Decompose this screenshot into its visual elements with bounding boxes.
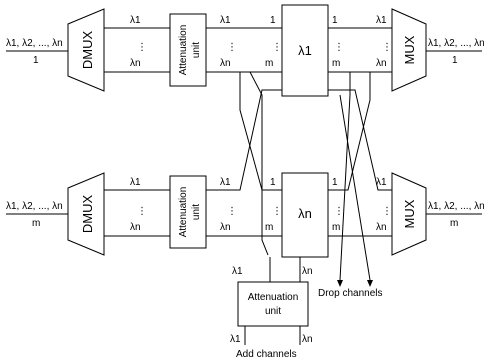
- w-top-3: λ1: [220, 15, 231, 26]
- port-bot-in-m: m: [265, 222, 273, 233]
- mux-bottom: [391, 172, 427, 256]
- dots-2: ⋮: [227, 42, 237, 53]
- input-1-index: 1: [33, 55, 39, 66]
- dmux-top-label: DMUX: [80, 31, 95, 70]
- mux-top-label: MUX: [402, 35, 417, 64]
- w-bot-4: λn: [220, 222, 231, 233]
- dots-3: ⋮: [272, 42, 282, 53]
- dots-9: ⋮: [334, 206, 344, 217]
- attenuation-add-label-1: Attenuation: [248, 292, 299, 303]
- attenuation-top-label-2: unit: [191, 42, 202, 58]
- w-bot-5: λ1: [376, 177, 387, 188]
- port-top-in-m: m: [265, 58, 273, 69]
- switch-top: [281, 4, 329, 97]
- attenuation-bottom-label-2: unit: [191, 204, 202, 220]
- dots-1: ⋮: [137, 42, 147, 53]
- input-m-label: λ1, λ2, ..., λn: [6, 201, 63, 212]
- input-1-label: λ1, λ2, ..., λn: [6, 38, 63, 49]
- output-1-index: 1: [452, 55, 458, 66]
- output-m-index: m: [450, 218, 458, 229]
- w-bot-1: λ1: [130, 177, 141, 188]
- dots-10: ⋮: [382, 206, 392, 217]
- w-bot-6: λn: [376, 222, 387, 233]
- w-add-top-n: λn: [302, 266, 313, 277]
- w-add-top-1: λ1: [232, 266, 243, 277]
- attenuation-add: [237, 281, 309, 327]
- attenuation-bottom: [169, 175, 207, 249]
- w-bot-3: λ1: [220, 177, 231, 188]
- dots-7: ⋮: [227, 206, 237, 217]
- port-top-in-1: 1: [270, 15, 276, 26]
- attenuation-bottom-label-1: Attenuation: [178, 187, 189, 238]
- top-row: λ1, λ2, ..., λn 1 DMUX λ1 λn ⋮ Attenuati…: [6, 4, 484, 97]
- port-bot-out-m: m: [332, 222, 340, 233]
- switch-top-label: λ1: [298, 43, 312, 58]
- drop-arrow-2: [367, 280, 373, 287]
- port-bot-in-1: 1: [270, 177, 276, 188]
- bottom-row: λ1, λ2, ..., λn m DMUX λ1 λn ⋮ Attenuati…: [6, 172, 484, 258]
- add-drop: λ1 λn Attenuation unit λ1 λn Add channel…: [230, 257, 382, 360]
- w-top-4: λn: [220, 58, 231, 69]
- w-add-bot-n: λn: [302, 334, 313, 345]
- dmux-bottom-label: DMUX: [80, 195, 95, 234]
- w-top-1: λ1: [130, 15, 141, 26]
- output-1-label: λ1, λ2, ..., λn: [428, 38, 484, 49]
- port-top-out-m: m: [332, 58, 340, 69]
- cross-connections: [206, 71, 392, 281]
- mux-top: [391, 8, 427, 92]
- switch-bottom-label: λn: [298, 206, 312, 221]
- attenuation-add-label-2: unit: [265, 306, 281, 317]
- dots-5: ⋮: [382, 42, 392, 53]
- dots-4: ⋮: [334, 42, 344, 53]
- dots-8: ⋮: [272, 206, 282, 217]
- mux-bottom-label: MUX: [402, 199, 417, 228]
- port-top-out-1: 1: [332, 15, 338, 26]
- switch-bottom: [281, 172, 329, 258]
- dmux-bottom: [67, 172, 105, 256]
- attenuation-top-label-1: Attenuation: [178, 25, 189, 76]
- dmux-top: [67, 8, 105, 92]
- output-m-label: λ1, λ2, ..., λn: [428, 201, 484, 212]
- attenuation-top: [169, 13, 207, 87]
- dots-6: ⋮: [137, 206, 147, 217]
- input-m-index: m: [32, 218, 40, 229]
- w-top-6: λn: [376, 58, 387, 69]
- add-channels-label: Add channels: [236, 349, 297, 360]
- w-bot-2: λn: [130, 222, 141, 233]
- drop-arrow-1: [337, 280, 343, 287]
- port-bot-out-1: 1: [332, 177, 338, 188]
- w-top-5: λ1: [376, 15, 387, 26]
- w-add-bot-1: λ1: [230, 334, 241, 345]
- drop-channels-label: Drop channels: [318, 288, 382, 299]
- w-top-2: λn: [130, 58, 141, 69]
